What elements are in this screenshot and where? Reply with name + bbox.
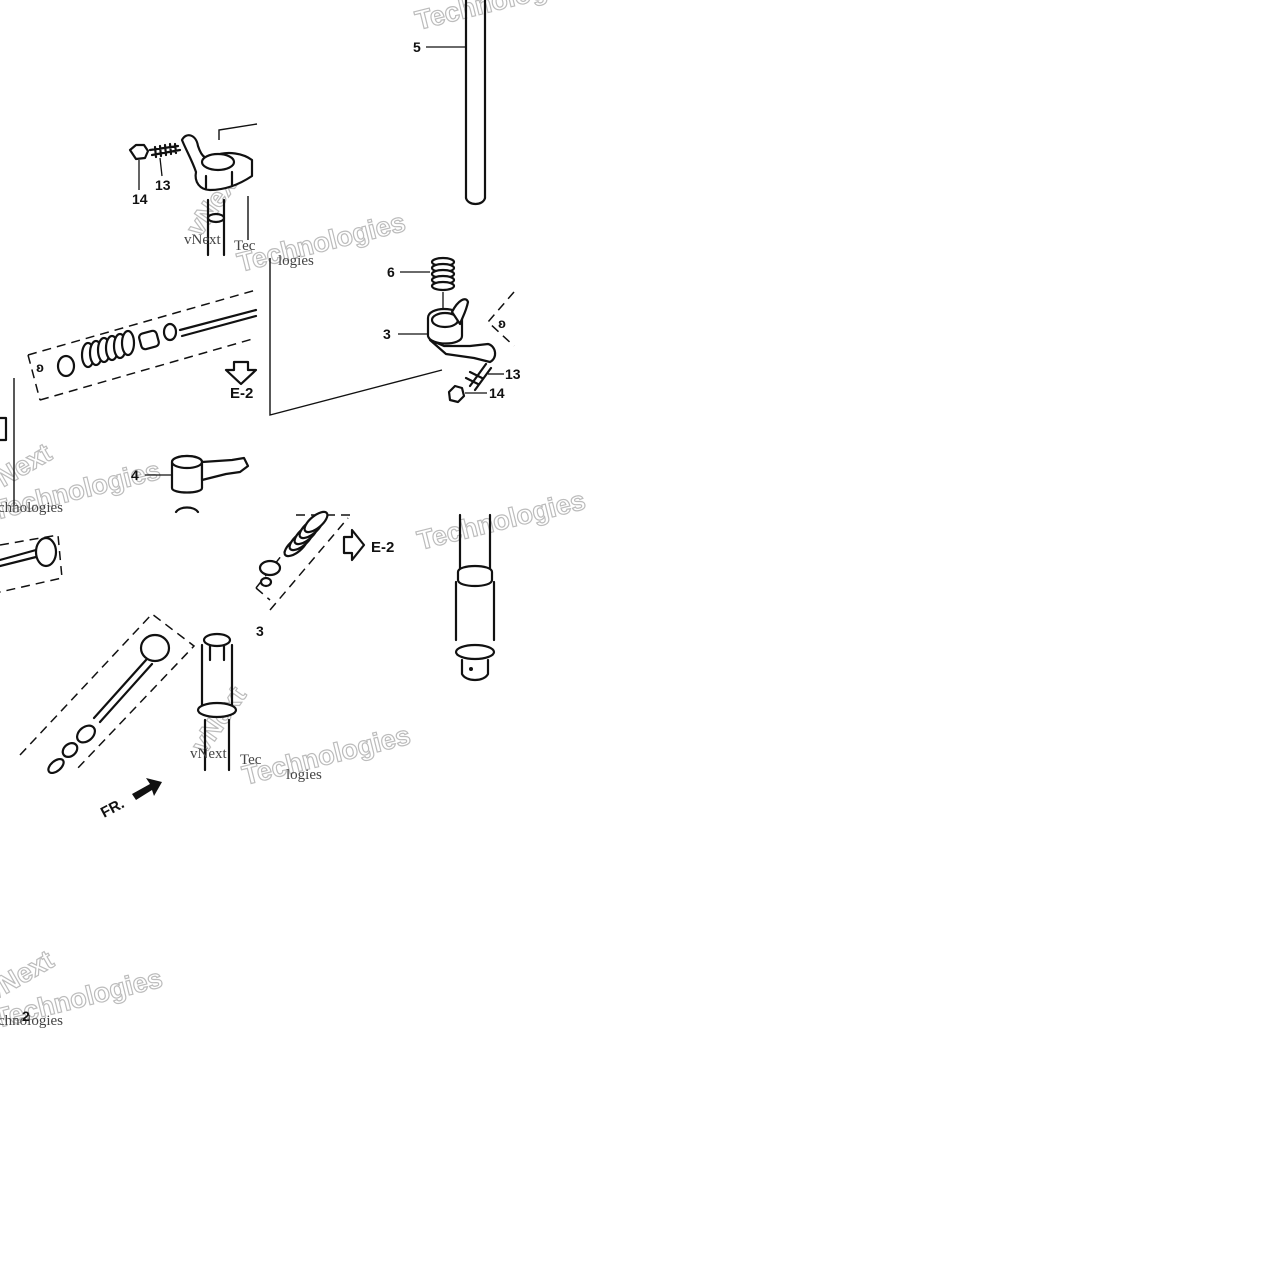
pivot-spring xyxy=(430,256,456,292)
front-indicator: FR. xyxy=(98,778,162,822)
callout-14: 14 xyxy=(132,191,148,207)
rocker-pivot-sides xyxy=(204,170,234,190)
rocker-arm-assembly-right: 6 3 13 14 ʚ xyxy=(269,256,521,416)
stem-seal xyxy=(76,724,96,744)
push-rod-body xyxy=(464,0,487,200)
part-fragment xyxy=(0,416,8,442)
guide-slot xyxy=(208,644,226,662)
valve-spring-stack-lower: E-2 3 xyxy=(255,510,394,639)
watermark-caption-fragment: Tec xyxy=(234,238,256,254)
guide-flange xyxy=(196,701,238,719)
part-fragment xyxy=(174,506,200,514)
valve-spring xyxy=(283,510,329,558)
rocker-arm-assembly-top: 14 13 xyxy=(128,123,258,257)
watermark-caption-fragment: Tec xyxy=(240,752,262,768)
dashed-group-outline xyxy=(19,612,196,771)
valve-head xyxy=(139,633,171,663)
watermark-caption-vnext: vNext xyxy=(184,232,221,248)
push-rod-tip xyxy=(206,212,226,224)
cotter xyxy=(259,576,273,588)
guide-body xyxy=(200,643,234,707)
dashed-group-outline xyxy=(255,514,350,601)
rocker-arm-pad xyxy=(450,298,470,326)
push-rod: 5 xyxy=(413,0,487,206)
guide-top xyxy=(202,632,232,648)
watermark-captions: vNext Tec logies chnologies vNext Tec lo… xyxy=(0,232,322,1029)
dashed-group-outline xyxy=(269,517,349,611)
callout-14-right: 14 xyxy=(489,385,505,401)
push-rod-stub xyxy=(206,198,226,257)
frame-line xyxy=(269,258,443,416)
valve-guide-right xyxy=(454,513,496,682)
callout-4: 4 xyxy=(131,467,139,483)
reference-e2-lower: E-2 xyxy=(371,539,394,556)
guide-upper xyxy=(458,513,492,572)
reference-e2-top: E-2 xyxy=(230,385,253,402)
lock-nut xyxy=(447,384,466,404)
guide-body xyxy=(454,580,496,642)
guide-flange xyxy=(454,643,496,661)
guide-collar xyxy=(456,564,494,588)
watermark-technologies-mid: Technologies xyxy=(414,485,588,556)
rocker-arm-lever xyxy=(200,456,250,482)
valve-guide-left xyxy=(196,632,238,772)
frame-line xyxy=(218,123,258,140)
spring-seat xyxy=(162,322,178,342)
watermark-layer: Technologies vNext Technologies vNext Te… xyxy=(0,0,589,1034)
cotter-glyph: ʚ xyxy=(36,359,44,375)
left-edge-fragments xyxy=(0,378,15,505)
valve-stem xyxy=(178,308,258,338)
watermark-caption-fragment: logies xyxy=(286,767,322,783)
exhaust-valve-assembly xyxy=(19,612,196,775)
callout-13-right: 13 xyxy=(505,366,521,382)
watermark-technologies-lower: Technologies xyxy=(239,720,413,791)
spring-retainer xyxy=(56,354,76,378)
cotter-glyph: ʚ xyxy=(498,315,506,331)
adjusting-screw xyxy=(148,142,182,159)
watermark-technologies-top: Technologies xyxy=(412,0,586,36)
front-label: FR. xyxy=(98,795,127,821)
valve-left-fragment xyxy=(0,534,63,593)
dashed-group-outline xyxy=(27,289,257,401)
guide-hole xyxy=(469,667,473,671)
push-rod-end xyxy=(464,196,487,206)
leader-13 xyxy=(159,157,163,177)
valve-spring-stack-top: ʚ E-2 xyxy=(27,289,258,402)
guide-tip xyxy=(460,658,490,682)
lock-nut xyxy=(128,143,150,161)
watermark-caption-vnext-lower: vNext xyxy=(190,746,227,762)
spring-retainer xyxy=(258,559,282,577)
valve-stem xyxy=(92,658,154,724)
callout-2: 2 xyxy=(22,1008,30,1024)
dashed-group-outline xyxy=(486,291,515,347)
rocker-arm-4: 4 xyxy=(131,454,250,514)
rocker-pivot-boss xyxy=(200,152,236,172)
adjusting-screw xyxy=(464,362,493,392)
watermark-caption-technologies: chnologies xyxy=(0,500,63,516)
spring-seat xyxy=(61,742,79,758)
callout-3: 3 xyxy=(383,326,391,342)
rocker-arm-lever xyxy=(428,338,497,364)
dashed-group-outline xyxy=(0,534,63,593)
watermark-caption-technologies-bottom: chnologies xyxy=(0,1013,63,1029)
guide-lower xyxy=(203,718,231,772)
valve-head xyxy=(34,536,58,568)
spring-coil xyxy=(47,757,65,775)
callout-3-lower: 3 xyxy=(256,623,264,639)
callout-6: 6 xyxy=(387,264,395,280)
rocker-arm-bore xyxy=(170,454,204,470)
hollow-arrow-icon xyxy=(342,528,366,562)
watermark-caption-fragment: logies xyxy=(278,253,314,269)
hollow-arrow-icon xyxy=(224,360,258,386)
callout-5: 5 xyxy=(413,39,421,55)
valve-spring xyxy=(80,329,136,369)
callout-13: 13 xyxy=(155,177,171,193)
stem-seal xyxy=(138,329,160,351)
watermark-technologies-upper: Technologies xyxy=(234,207,408,278)
valve-stem xyxy=(0,548,38,568)
solid-arrow-icon xyxy=(132,778,162,800)
